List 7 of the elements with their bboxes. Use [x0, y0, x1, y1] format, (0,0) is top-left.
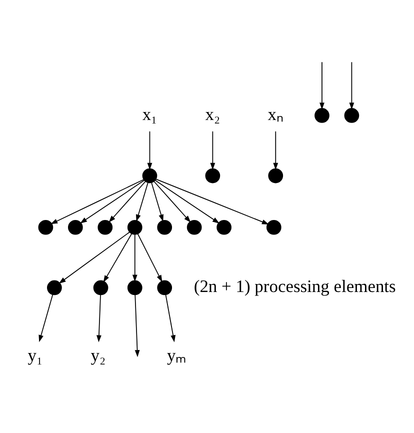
node-text: y₁: [28, 344, 43, 365]
node-text: xₙ: [268, 103, 284, 124]
node-text: x₁: [142, 103, 158, 124]
node-text: y₂: [90, 344, 106, 365]
label: (2n + 1) processing elements: [194, 276, 396, 296]
node-text: x₂: [205, 103, 220, 124]
node-text: yₘ: [166, 344, 187, 365]
